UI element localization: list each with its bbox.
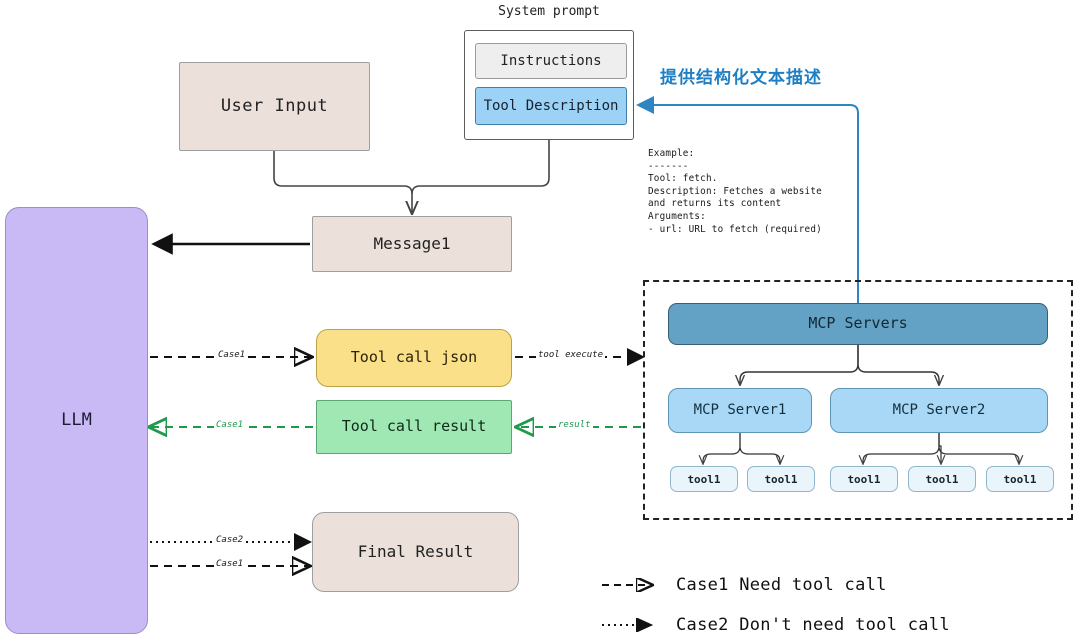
tool-call-result-box[interactable]: Tool call result [316,400,512,454]
tool-chip[interactable]: tool1 [986,466,1054,492]
edge-label-case1-from-result: Case1 [214,420,246,430]
example-text-block: Example: ------- Tool: fetch. Descriptio… [648,148,822,235]
mcp-servers-box[interactable]: MCP Servers [668,303,1048,345]
tool-chip-label: tool1 [764,472,798,486]
legend-label-case1: Case1 Need tool call [676,575,887,595]
edge-label-case1-final: Case1 [214,559,246,569]
tool-chip-label: tool1 [847,472,881,486]
instructions-label: Instructions [500,52,602,69]
instructions-box[interactable]: Instructions [475,43,627,79]
structured-text-note-label: 提供结构化文本描述 [660,68,822,89]
legend-label-case2: Case2 Don't need tool call [676,615,950,635]
tool-chip[interactable]: tool1 [830,466,898,492]
mcp-server2-box[interactable]: MCP Server2 [830,388,1048,433]
tool-description-box[interactable]: Tool Description [475,87,627,125]
final-result-box[interactable]: Final Result [312,512,519,592]
message1-label: Message1 [373,233,451,253]
user-input-label: User Input [220,95,329,116]
edge-label-result: result [556,420,593,430]
legend-dotted-arrow-icon [602,618,654,632]
tool-chip[interactable]: tool1 [670,466,738,492]
tool-chip-label: tool1 [1003,472,1037,486]
mcp-region [643,280,1073,520]
legend-row-case2: Case2 Don't need tool call [600,610,1070,640]
legend-dashed-arrow-icon [602,578,662,592]
tool-call-json-box[interactable]: Tool call json [316,329,512,387]
tool-chip-label: tool1 [687,472,721,486]
mcp-servers-label: MCP Servers [808,314,908,333]
tool-chip[interactable]: tool1 [747,466,815,492]
mcp-server1-box[interactable]: MCP Server1 [668,388,812,433]
system-prompt-box[interactable]: Instructions Tool Description [464,30,634,140]
tool-description-label: Tool Description [483,97,619,114]
final-result-label: Final Result [357,541,474,561]
message1-box[interactable]: Message1 [312,216,512,272]
tool-call-result-label: Tool call result [341,417,487,436]
system-prompt-title-label: System prompt [498,3,600,19]
structured-text-note: 提供结构化文本描述 [660,66,870,92]
tool-call-json-label: Tool call json [350,348,478,367]
user-input-box[interactable]: User Input [179,62,370,151]
system-prompt-title: System prompt [464,3,634,21]
legend-row-case1: Case1 Need tool call [600,570,1070,600]
llm-label: LLM [61,409,92,430]
edge-label-case1-to-json: Case1 [216,350,248,360]
mcp-server2-label: MCP Server2 [892,402,986,419]
edge-label-tool-execute: tool execute [536,350,606,360]
llm-box[interactable]: LLM [5,207,148,634]
tool-chip[interactable]: tool1 [908,466,976,492]
tool-chip-label: tool1 [925,472,959,486]
legend: Case1 Need tool call Case2 Don't need to… [600,566,1070,638]
edge-label-case2-final: Case2 [214,535,246,545]
mcp-server1-label: MCP Server1 [693,402,787,419]
